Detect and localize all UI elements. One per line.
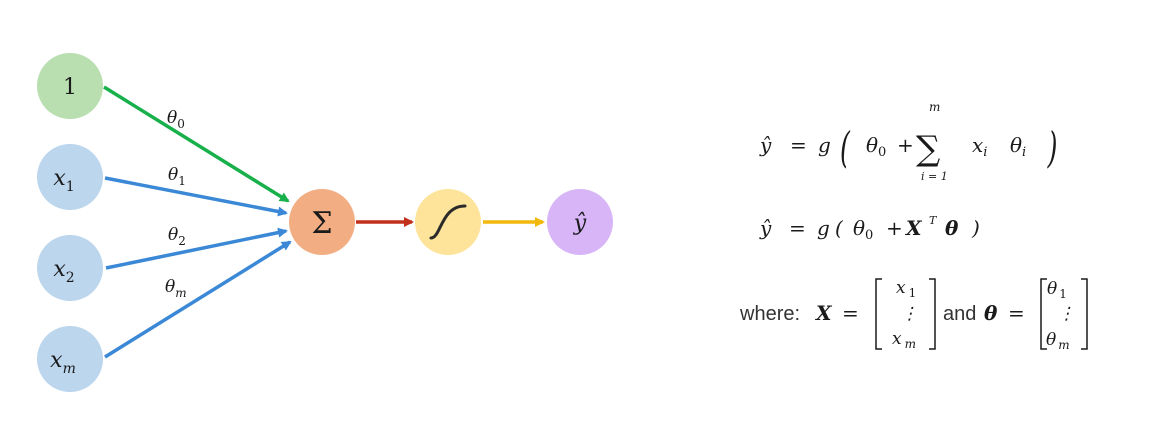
x2-edge <box>105 227 288 270</box>
matrix-x-left-bracket <box>875 278 882 350</box>
svg-text:ŷ: ŷ <box>573 211 587 236</box>
input-node-x1: x1 <box>37 144 103 210</box>
svg-text:θi: θi <box>1010 133 1026 160</box>
svg-text:i = 1: i = 1 <box>921 170 948 183</box>
svg-text:θ0: θ0 <box>853 216 873 243</box>
equation-full-sum: ŷ = g ( θ0 + m ∑ i = 1 xi θi ) <box>759 100 1057 183</box>
matrix-theta-right-bracket <box>1081 278 1088 350</box>
matrix-theta-left-bracket <box>1040 278 1047 350</box>
svg-text:x1: x1 <box>896 278 916 300</box>
svg-text:=: = <box>789 216 806 240</box>
svg-text:ŷ: ŷ <box>759 216 772 240</box>
svg-text:x2: x2 <box>53 257 74 286</box>
svg-text:(: ( <box>840 124 851 173</box>
svg-text:where:: where: <box>739 303 800 325</box>
svg-text:⋮: ⋮ <box>901 304 918 324</box>
svg-text:θm: θm <box>1046 330 1070 352</box>
weight-label-theta0: θ0 <box>167 108 185 131</box>
svg-text:and: and <box>943 303 976 325</box>
input-node-xm: xm <box>37 326 103 392</box>
svg-text:=: = <box>790 133 807 157</box>
x1-edge <box>104 176 288 217</box>
weight-label-thetam: θm <box>165 277 187 300</box>
matrix-x-right-bracket <box>929 278 936 350</box>
svg-text:θ: θ <box>945 216 959 240</box>
svg-text:g: g <box>818 133 831 157</box>
svg-text:+: + <box>886 216 903 240</box>
bias-node: 1 <box>37 53 103 119</box>
svg-text:x1: x1 <box>53 166 74 195</box>
svg-text:θ: θ <box>984 301 998 325</box>
weight-label-theta2: θ2 <box>168 225 186 248</box>
svg-text:m: m <box>929 100 940 114</box>
bias-edge <box>103 85 290 203</box>
svg-text:): ) <box>1047 124 1058 173</box>
svg-text:(: ( <box>835 216 844 240</box>
svg-text:X: X <box>904 216 923 240</box>
svg-text:1: 1 <box>63 75 77 100</box>
svg-text:θ0: θ0 <box>866 133 886 160</box>
output-node: ŷ <box>547 189 613 255</box>
svg-text:ŷ: ŷ <box>759 133 772 157</box>
svg-text:+: + <box>897 133 914 157</box>
svg-text:xm: xm <box>50 348 76 377</box>
svg-text:T: T <box>929 214 938 227</box>
svg-text:=: = <box>1008 301 1025 325</box>
equation-vector-form: ŷ = g ( θ0 + X T θ ) <box>759 214 980 243</box>
input-node-x2: x2 <box>37 235 103 301</box>
svg-text:): ) <box>971 216 980 240</box>
sigmoid-curve-icon <box>429 204 467 240</box>
svg-text:xm: xm <box>892 329 916 351</box>
svg-text:θ1: θ1 <box>1047 279 1067 301</box>
svg-text:Σ: Σ <box>311 206 332 241</box>
svg-text:⋮: ⋮ <box>1058 304 1075 324</box>
svg-text:X: X <box>814 301 833 325</box>
svg-text:xi: xi <box>972 133 987 160</box>
svg-text:g: g <box>817 216 830 240</box>
activation-node <box>415 189 481 255</box>
svg-text:=: = <box>842 301 859 325</box>
xm-edge <box>104 240 292 359</box>
svg-text:∑: ∑ <box>916 129 940 169</box>
weight-label-theta1: θ1 <box>168 165 186 188</box>
sum-node: Σ <box>289 189 355 255</box>
